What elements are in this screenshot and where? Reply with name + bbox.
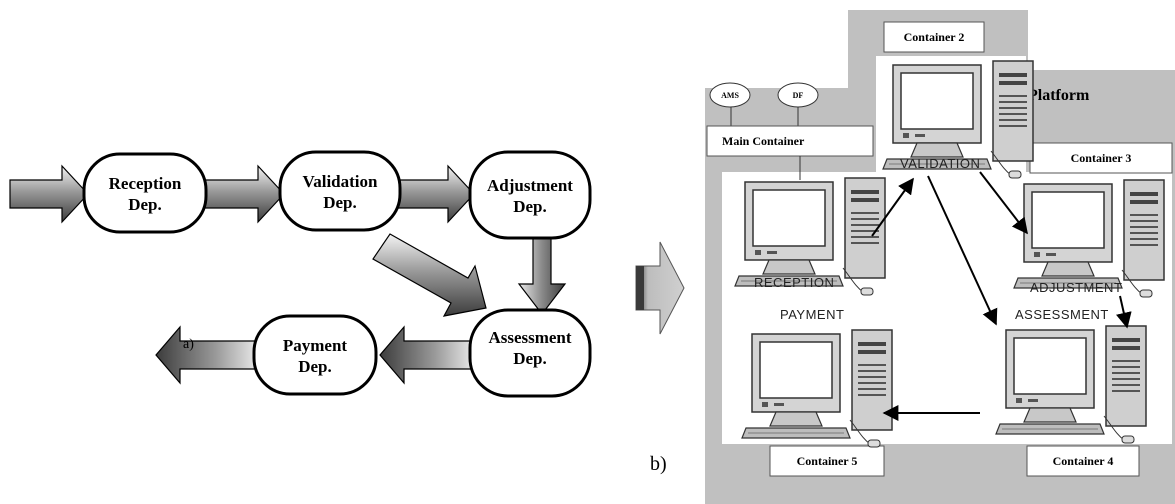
- ams-label: AMS: [721, 91, 739, 100]
- main-container-box: [706, 125, 874, 157]
- adjustment-dep-label-1: Adjustment: [487, 176, 573, 195]
- assessment-dep-node: Assessment Dep.: [468, 308, 592, 398]
- payment-dep-label-1: Payment: [283, 336, 348, 355]
- assessment-computer: [995, 325, 1147, 444]
- container-2-label: Container 2: [904, 30, 965, 44]
- arrow-validation-adjustment: [397, 164, 475, 224]
- panel-a-label: a): [183, 337, 194, 352]
- container-3-label: Container 3: [1071, 151, 1132, 165]
- exit-arrow: [155, 325, 257, 385]
- container-4-box: [1026, 445, 1140, 477]
- main-container-label: Main Container: [722, 134, 805, 148]
- container-5-label: Container 5: [797, 454, 858, 468]
- arrow-validation-assessment: [372, 233, 487, 317]
- entry-arrow: [9, 164, 89, 224]
- payment-dep-node: Payment Dep.: [252, 314, 378, 396]
- ams-service: [709, 82, 751, 108]
- container-2-box: [883, 21, 985, 53]
- container-4-label: Container 4: [1053, 454, 1114, 468]
- panel-b-label: b): [650, 453, 667, 475]
- arrow-reception-validation: [203, 164, 285, 224]
- reception-computer-label: RECEPTION: [754, 275, 834, 290]
- assessment-computer-label: ASSESSMENT: [1015, 307, 1109, 322]
- adjustment-computer-label: ADJUSTMENT: [1030, 280, 1122, 295]
- arrow-adjustment-assessment: [517, 235, 567, 315]
- payment-computer: [741, 329, 893, 448]
- reception-dep-label-2: Dep.: [128, 195, 162, 214]
- flow-adjustment-assessment: [1116, 295, 1132, 329]
- payment-dep-label-2: Dep.: [298, 357, 332, 376]
- platform-label: Platform: [1028, 87, 1090, 104]
- arrow-assessment-payment: [379, 325, 473, 385]
- payment-computer-label: PAYMENT: [780, 307, 844, 322]
- validation-computer-label: VALIDATION: [900, 156, 980, 171]
- assessment-dep-label-1: Assessment: [488, 328, 571, 347]
- reception-dep-label-1: Reception: [109, 174, 182, 193]
- df-label: DF: [793, 91, 804, 100]
- adjustment-dep-label-2: Dep.: [513, 197, 547, 216]
- reception-dep-node: Reception Dep.: [82, 152, 208, 234]
- df-service: [777, 82, 819, 108]
- container-5-box: [769, 445, 885, 477]
- validation-dep-node: Validation Dep.: [278, 150, 402, 232]
- flow-reception-validation: [871, 177, 914, 237]
- panel-a: Reception Dep. Validation Dep. Adjustmen…: [9, 150, 592, 398]
- assessment-dep-label-2: Dep.: [513, 349, 547, 368]
- validation-dep-label-1: Validation: [303, 172, 379, 191]
- adjustment-dep-node: Adjustment Dep.: [468, 150, 592, 240]
- flow-validation-assessment: [927, 175, 998, 326]
- panel-b: Platform AMS DF Main Container Container…: [705, 10, 1175, 504]
- validation-dep-label-2: Dep.: [323, 193, 357, 212]
- flow-validation-adjustment: [979, 171, 1028, 235]
